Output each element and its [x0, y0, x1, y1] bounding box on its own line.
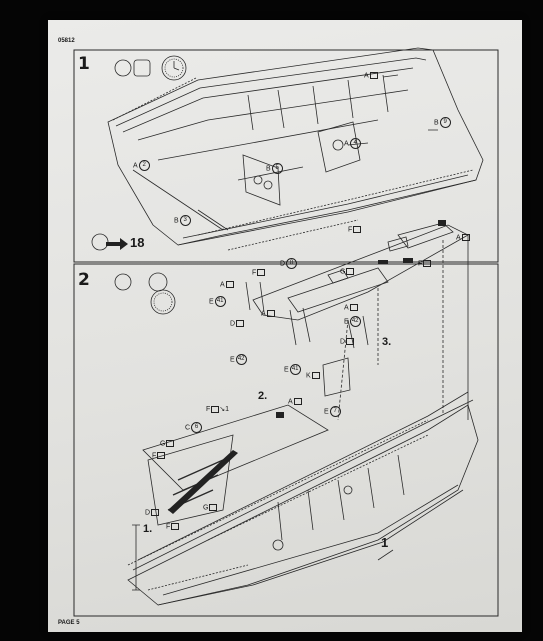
part-label-a-right: A	[344, 304, 358, 311]
part-label-k: K	[306, 372, 320, 379]
part-label-a-lower: A	[288, 398, 302, 405]
part-label-f-upper: F	[348, 226, 362, 233]
part-label-d-left: D	[230, 320, 245, 327]
part-label-f-deck: F	[252, 269, 266, 276]
page-label: PAGE 5	[58, 620, 80, 626]
part-label-g-lower: G	[203, 504, 218, 511]
part-label-f-bow: F	[418, 260, 432, 267]
step-ref-arrow-label: 18	[130, 235, 145, 250]
sub-step-3: 3.	[382, 336, 392, 348]
part-label-d-right: D	[340, 338, 355, 345]
part-label-g-left: G	[160, 440, 175, 447]
sub-step-2: 2.	[258, 390, 268, 402]
step-1-number: 1	[78, 54, 90, 74]
part-label-a-bow: A	[456, 234, 470, 241]
part-label-a-top: A	[364, 72, 378, 79]
part-label-f1: F↘1	[206, 405, 230, 413]
line-art-drawing	[73, 47, 499, 617]
part-label-f-lower: F	[166, 523, 180, 530]
kit-code: 05812	[58, 38, 75, 44]
part-label-a-mid: A	[261, 310, 275, 317]
part-label-f-left: F	[152, 452, 166, 459]
part-label-d-lower: D	[145, 509, 160, 516]
part-label-g-deck: G	[340, 268, 355, 275]
step-2-number: 2	[78, 270, 90, 290]
part-label-a-left: A	[220, 281, 234, 288]
hull-part-number: 1	[381, 535, 389, 550]
sub-step-1: 1.	[143, 523, 153, 535]
